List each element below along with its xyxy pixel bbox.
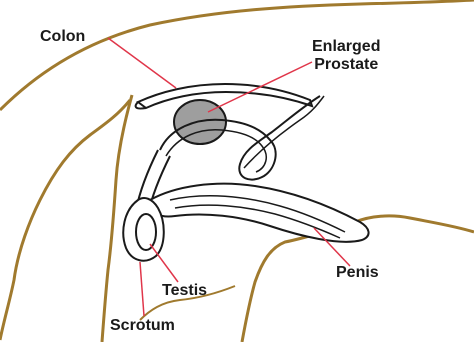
label-scrotum: Scrotum — [110, 317, 175, 335]
label-enlarged-prostate-line1: Enlarged — [312, 38, 380, 56]
label-colon: Colon — [40, 28, 85, 46]
penis-shaft-outer — [150, 184, 369, 242]
body-outline-back — [0, 0, 474, 110]
body-outline-leg — [0, 100, 130, 340]
label-enlarged-prostate-line2: Prostate — [312, 56, 380, 74]
leader-testis — [150, 244, 178, 282]
label-testis: Testis — [162, 282, 207, 300]
leader-colon — [108, 38, 176, 88]
label-enlarged-prostate: Enlarged Prostate — [312, 38, 380, 74]
testis-shape — [136, 214, 156, 250]
label-penis: Penis — [336, 264, 379, 282]
leader-scrotum — [140, 262, 144, 316]
